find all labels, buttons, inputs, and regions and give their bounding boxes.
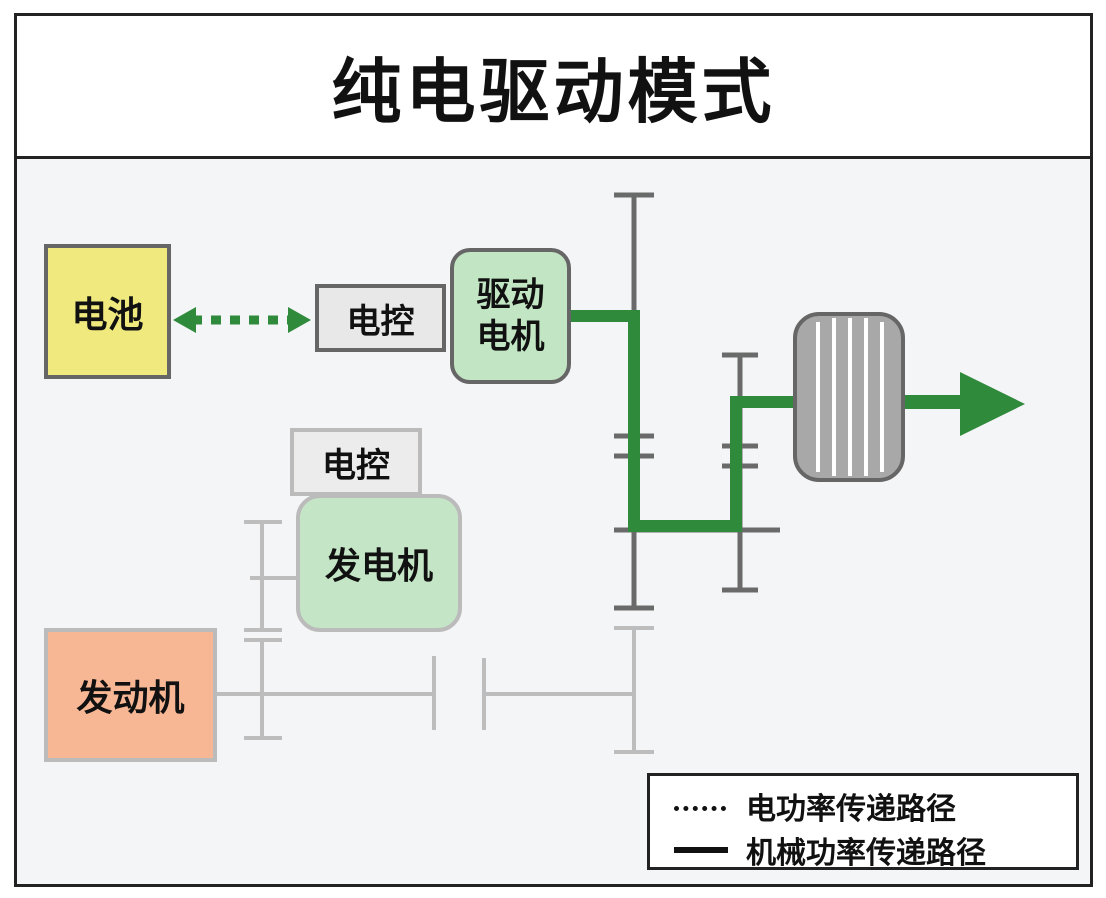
generator-label: 发电机 bbox=[324, 546, 433, 587]
generator-box: 发电机 bbox=[296, 494, 462, 632]
dotted-line-icon bbox=[674, 802, 732, 811]
drive-motor-label-line1: 驱动 bbox=[476, 275, 545, 315]
legend-mechanical-label: 机械功率传递路径 bbox=[746, 836, 986, 871]
legend-electric: 电功率传递路径 bbox=[674, 784, 956, 828]
engine-box: 发动机 bbox=[44, 628, 217, 762]
motor-controller-label: 电控 bbox=[346, 301, 415, 342]
legend: 电功率传递路径 机械功率传递路径 bbox=[647, 773, 1079, 872]
drive-motor-box: 驱动 电机 bbox=[450, 248, 571, 384]
title-bar: 纯电驱动模式 bbox=[17, 16, 1090, 159]
mechanical-power-path bbox=[571, 310, 800, 532]
inactive-shafts bbox=[217, 520, 654, 754]
generator-controller-label: 电控 bbox=[322, 445, 390, 486]
output-arrow-icon bbox=[960, 372, 1025, 436]
wheel-icon bbox=[793, 312, 905, 482]
engine-label: 发动机 bbox=[76, 678, 185, 719]
generator-controller-box: 电控 bbox=[290, 428, 422, 496]
arrow-right-icon bbox=[288, 307, 311, 333]
drive-motor-label-line2: 电机 bbox=[476, 317, 545, 357]
motor-controller-box: 电控 bbox=[315, 284, 446, 352]
battery-label: 电池 bbox=[71, 294, 144, 336]
diagram-title: 纯电驱动模式 bbox=[331, 50, 776, 133]
legend-mechanical: 机械功率传递路径 bbox=[674, 828, 986, 872]
arrow-left-icon bbox=[173, 307, 196, 333]
solid-line-icon bbox=[674, 847, 732, 853]
legend-electric-label: 电功率传递路径 bbox=[746, 792, 956, 827]
battery-box: 电池 bbox=[44, 244, 171, 379]
